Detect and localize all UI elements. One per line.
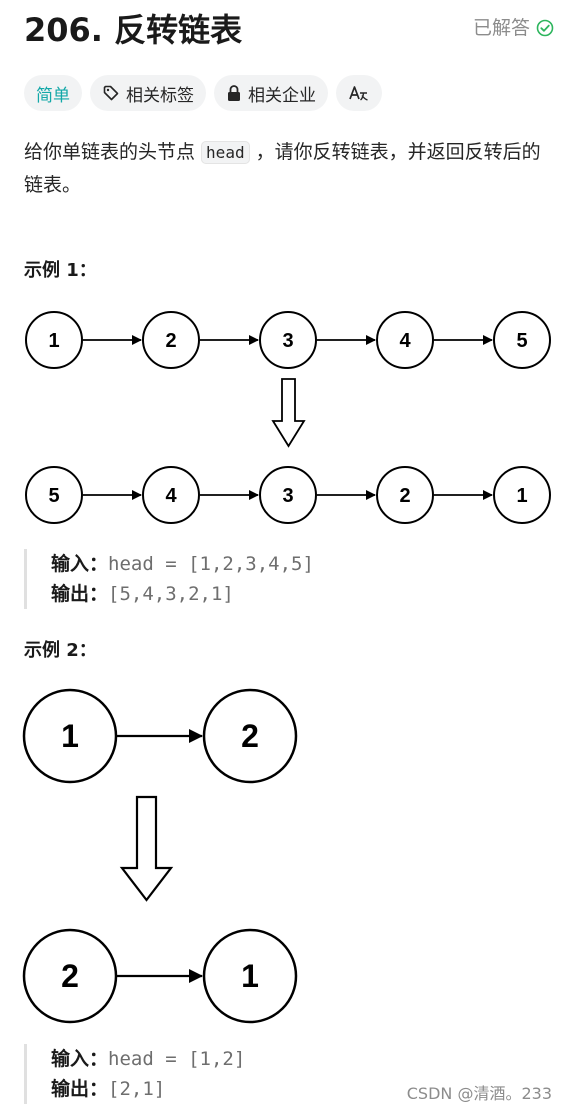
output-value: [2,1] (108, 1078, 166, 1100)
solved-label: 已解答 (472, 17, 530, 39)
example-2-diagram: 1 2 2 1 (22, 688, 298, 1024)
difficulty-label: 简单 (36, 85, 70, 106)
tag-icon (102, 84, 120, 102)
related-tags-button[interactable]: 相关标签 (90, 75, 206, 111)
problem-title: 206. 反转链表 (24, 8, 242, 52)
example-1-title: 示例 1： (24, 260, 97, 281)
related-companies-label: 相关企业 (248, 85, 316, 106)
ex2-before-node: 2 (241, 718, 259, 754)
input-label: 输入： (51, 553, 109, 575)
description-text-1: 给你单链表的头节点 (24, 141, 202, 163)
ex1-before-node: 4 (399, 330, 411, 352)
ex1-after-node: 5 (48, 485, 59, 507)
example-1-io: 输入：head = [1,2,3,4,5] 输出：[5,4,3,2,1] (24, 549, 314, 609)
input-label: 输入： (51, 1048, 109, 1070)
lock-icon (226, 84, 242, 102)
ex2-after-node: 1 (241, 958, 259, 994)
problem-description: 给你单链表的头节点 head ，请你反转链表，并返回反转后的链表。 (24, 136, 554, 201)
ex1-before-node: 1 (48, 330, 59, 352)
output-label: 输出： (51, 1078, 109, 1100)
translate-button[interactable] (336, 75, 382, 111)
ex1-after-node: 4 (165, 485, 177, 507)
ex1-before-node: 3 (282, 330, 293, 352)
ex2-after-node: 2 (61, 958, 79, 994)
example-1-before-list: 1 2 3 4 5 (25, 311, 551, 369)
ex1-before-node: 2 (165, 330, 176, 352)
difficulty-badge: 简单 (24, 75, 82, 111)
related-tags-label: 相关标签 (126, 85, 194, 106)
down-arrow-icon (119, 795, 174, 902)
ex1-after-node: 1 (516, 485, 527, 507)
problem-number: 206. (24, 11, 103, 49)
output-value: [5,4,3,2,1] (108, 583, 234, 605)
tag-row: 简单 相关标签 相关企业 (24, 75, 382, 111)
related-companies-button[interactable]: 相关企业 (214, 75, 328, 111)
inline-code-head: head (201, 141, 250, 164)
input-value: head = [1,2,3,4,5] (108, 553, 314, 575)
translate-icon (348, 84, 370, 102)
ex1-after-node: 2 (399, 485, 410, 507)
input-value: head = [1,2] (108, 1048, 246, 1070)
example-1-after-list: 5 4 3 2 1 (25, 466, 551, 524)
problem-name: 反转链表 (114, 11, 243, 49)
watermark: CSDN @清酒。233 (406, 1084, 552, 1103)
example-2-title: 示例 2： (24, 640, 97, 661)
ex1-after-node: 3 (282, 485, 293, 507)
check-circle-icon (536, 19, 554, 37)
ex2-before-node: 1 (61, 718, 79, 754)
example-2-io: 输入：head = [1,2] 输出：[2,1] (24, 1044, 245, 1104)
description-text-2: ，请你反转链表，并返回反转后的链表。 (24, 141, 541, 196)
ex1-before-node: 5 (516, 330, 527, 352)
output-label: 输出： (51, 583, 109, 605)
solved-status: 已解答 (473, 14, 554, 42)
example-2-before-list: 1 2 (22, 688, 298, 784)
example-2-after-list: 2 1 (22, 928, 298, 1024)
example-1-diagram: 1 2 3 4 5 5 4 3 2 1 (25, 311, 551, 524)
down-arrow-icon (271, 378, 306, 448)
